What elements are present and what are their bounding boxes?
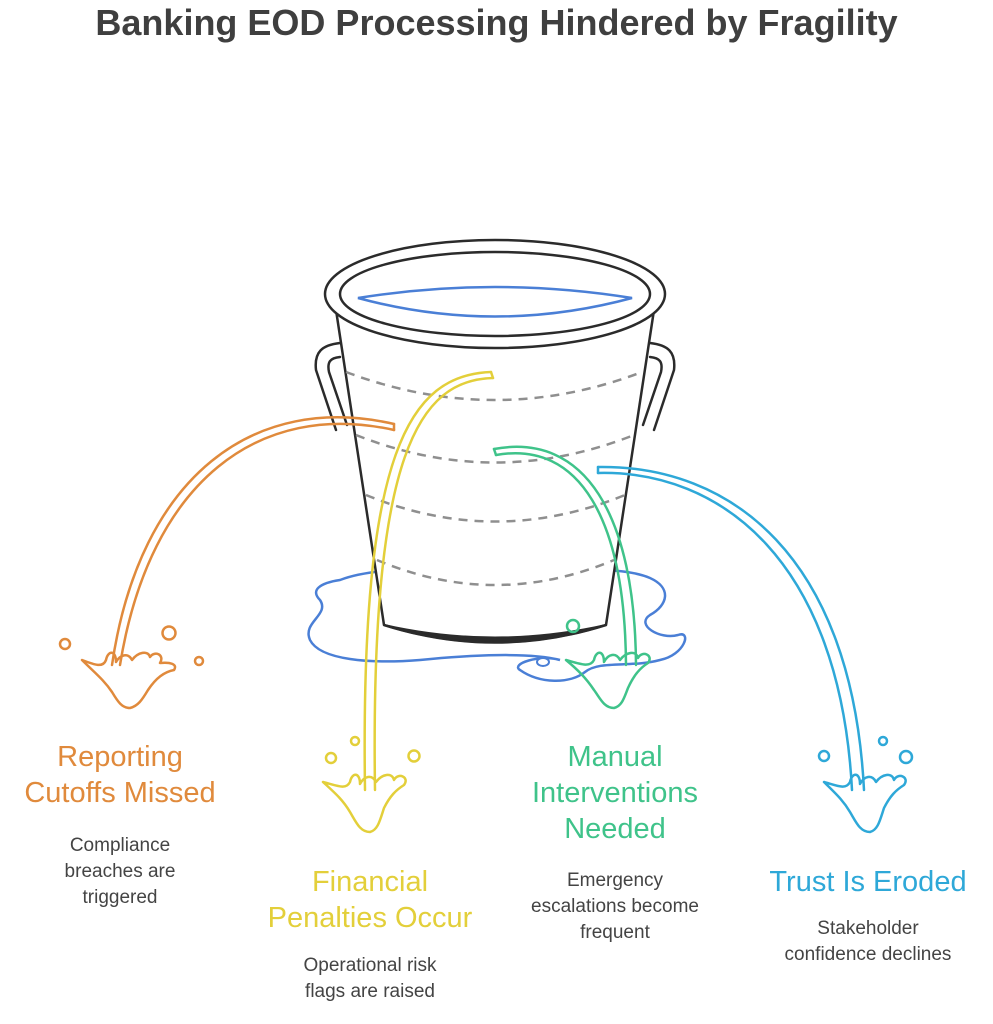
bucket-bottom <box>383 624 607 644</box>
blue-leak-stream <box>596 465 866 792</box>
green-leak-stream <box>492 445 638 667</box>
outcome-description-manual: Emergency escalations become frequent <box>531 870 699 943</box>
water-drop <box>536 657 550 667</box>
outcome-label-trust: Trust Is Eroded <box>769 866 967 898</box>
bucket-body <box>334 308 656 644</box>
yellow-splash-icon <box>321 735 421 834</box>
outcome-description-financial: Operational risk flags are raised <box>303 955 437 1002</box>
blue-splash-icon <box>817 735 914 834</box>
bucket-handle-left <box>314 341 349 432</box>
orange-leak-stream <box>110 416 396 667</box>
yellow-leak-stream <box>363 370 495 792</box>
outcome-description-trust: Stakeholder confidence declines <box>784 918 952 965</box>
page-title: Banking EOD Processing Hindered by Fragi… <box>95 2 898 43</box>
green-splash-icon <box>564 618 651 710</box>
water-surface <box>357 285 633 318</box>
outcome-description-reporting: Compliance breaches are triggered <box>64 835 176 908</box>
outcome-label-financial: Financial Penalties Occur <box>267 866 473 934</box>
outcome-label-manual: Manual Interventions Needed <box>531 741 699 845</box>
orange-splash-icon <box>58 625 205 710</box>
bucket-rings <box>345 370 643 587</box>
bucket-handle-right <box>641 341 676 432</box>
outcome-label-reporting: Reporting Cutoffs Missed <box>24 741 216 809</box>
